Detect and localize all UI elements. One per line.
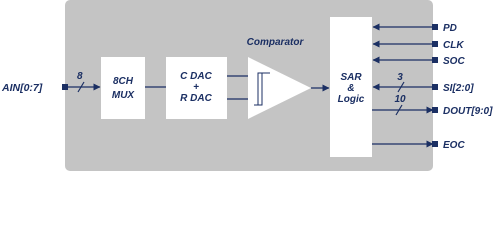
dac-label-line1: C DAC	[180, 71, 212, 82]
dac-block	[166, 57, 227, 119]
sar-label-line3: Logic	[338, 94, 365, 105]
ain-bus-slash	[77, 81, 85, 93]
soc-label: SOC	[443, 56, 465, 67]
si-pin	[432, 84, 438, 90]
sar-label-line1: SAR	[340, 72, 362, 83]
ain-pin	[62, 84, 68, 90]
ain-width-label: 8	[77, 71, 83, 82]
pd-pin	[432, 24, 438, 30]
clk-label: CLK	[443, 40, 464, 51]
si-bus-slash	[397, 81, 405, 93]
pd-label: PD	[443, 23, 457, 34]
block-diagram: AIN[0:7] 8 PD CLK SOC SI[2:0] DOUT[9:0] …	[1, 0, 493, 171]
clk-pin	[432, 41, 438, 47]
mux-block	[101, 57, 145, 119]
mux-label-line1: 8CH	[113, 76, 134, 87]
si-label: SI[2:0]	[443, 83, 474, 94]
ain-label: AIN[0:7]	[1, 82, 43, 94]
dac-label-line3: R DAC	[180, 93, 212, 104]
eoc-label: EOC	[443, 140, 465, 151]
si-width-label: 3	[397, 72, 403, 83]
dout-width-label: 10	[394, 94, 406, 105]
mux-label-line2: MUX	[112, 90, 136, 101]
dout-label: DOUT[9:0]	[443, 106, 493, 117]
dout-bus-slash	[395, 104, 403, 116]
soc-pin	[432, 57, 438, 63]
hysteresis-icon	[254, 72, 270, 106]
comparator-label: Comparator	[247, 37, 305, 48]
eoc-pin	[432, 141, 438, 147]
dac-label-line2: +	[193, 82, 199, 93]
sar-label-line2: &	[347, 83, 354, 94]
sar-logic-block	[330, 17, 372, 157]
dout-pin	[432, 107, 438, 113]
